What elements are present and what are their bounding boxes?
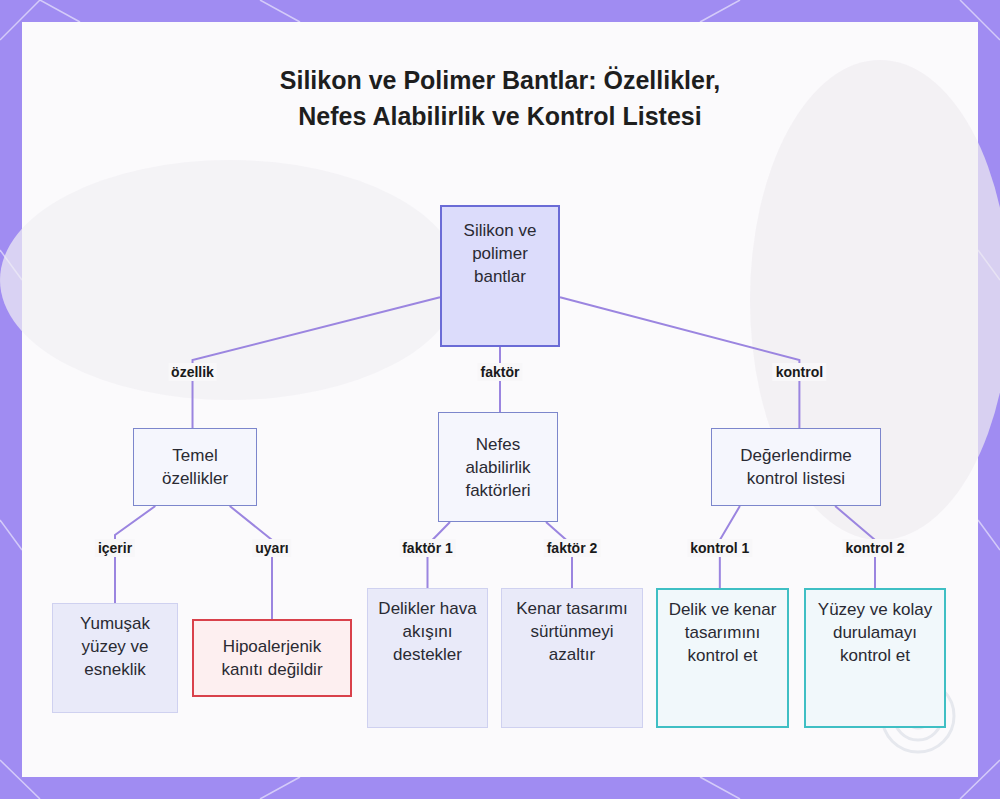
checklist-box: Yüzey ve kolay durulamayı kontrol et bbox=[804, 588, 946, 728]
edge-label: faktör bbox=[478, 363, 523, 381]
edge-label: faktör 1 bbox=[399, 539, 456, 557]
node-label: Nefes alabilirlik faktörleri bbox=[439, 433, 557, 502]
factor-box: Delikler hava akışını destekler bbox=[367, 588, 488, 728]
category-box: Temel özellikler bbox=[133, 428, 257, 506]
edge-label: uyarı bbox=[252, 539, 291, 557]
node-label: Kenar tasarımı sürtünmeyi azaltır bbox=[502, 597, 642, 666]
category-box: Nefes alabilirlik faktörleri bbox=[438, 412, 558, 522]
connector-line bbox=[560, 297, 799, 428]
category-box: Değerlendirme kontrol listesi bbox=[711, 428, 881, 506]
edge-label: içerir bbox=[95, 539, 135, 557]
edge-label: kontrol 1 bbox=[687, 539, 752, 557]
edge-label: kontrol 2 bbox=[842, 539, 907, 557]
edge-label: kontrol bbox=[773, 363, 826, 381]
feature-box: Yumuşak yüzey ve esneklik bbox=[52, 603, 178, 713]
diagram-title: Silikon ve Polimer Bantlar: Özellikler, … bbox=[270, 62, 730, 134]
edge-label: faktör 2 bbox=[544, 539, 601, 557]
node-label: Delikler hava akışını destekler bbox=[368, 597, 487, 666]
node-label: Temel özellikler bbox=[134, 444, 256, 490]
root-box: Silikon ve polimer bantlar bbox=[440, 205, 560, 347]
node-label: Hipoalerjenik kanıtı değildir bbox=[194, 635, 350, 681]
connector-line bbox=[193, 297, 440, 428]
background-blur bbox=[0, 160, 460, 400]
factor-box: Kenar tasarımı sürtünmeyi azaltır bbox=[501, 588, 643, 728]
checklist-box: Delik ve kenar tasarımını kontrol et bbox=[656, 588, 789, 728]
warning-box: Hipoalerjenik kanıtı değildir bbox=[192, 619, 352, 697]
edge-label: özellik bbox=[168, 363, 217, 381]
node-label: Delik ve kenar tasarımını kontrol et bbox=[658, 598, 787, 667]
connector-line bbox=[230, 506, 272, 619]
node-label: Silikon ve polimer bantlar bbox=[442, 219, 558, 288]
node-label: Değerlendirme kontrol listesi bbox=[712, 444, 880, 490]
node-label: Yumuşak yüzey ve esneklik bbox=[53, 612, 177, 681]
node-label: Yüzey ve kolay durulamayı kontrol et bbox=[806, 598, 944, 667]
